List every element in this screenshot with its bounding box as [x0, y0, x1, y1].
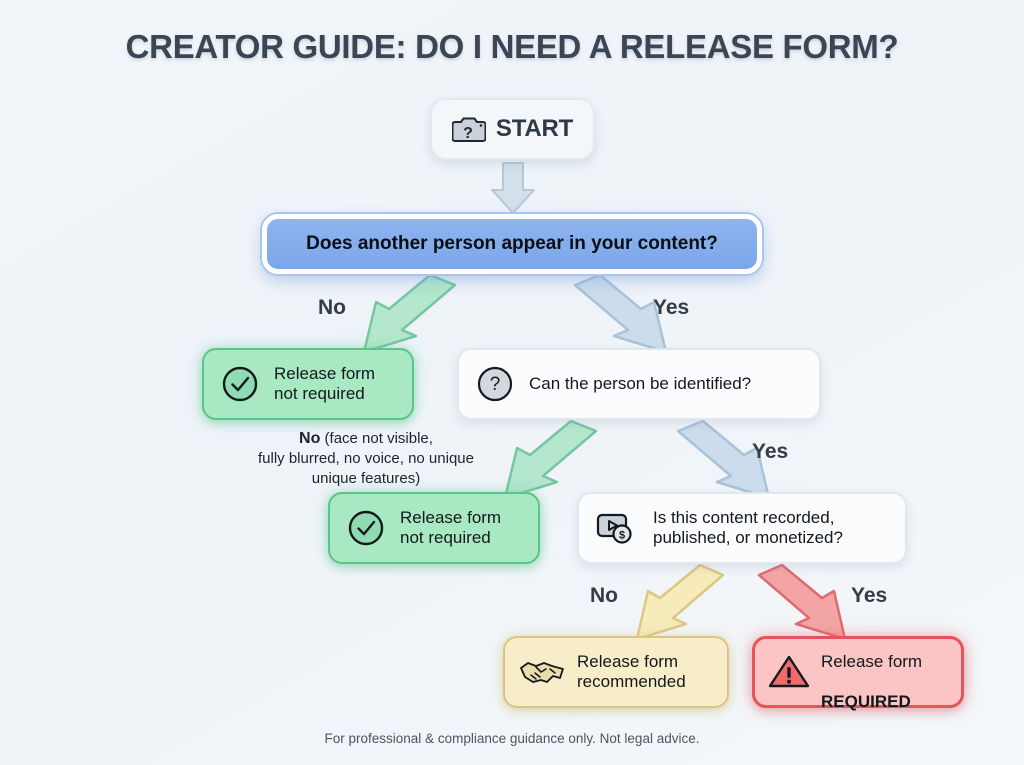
node-outcome-not-required-2[interactable]: Release form not required — [328, 492, 540, 564]
check-circle-icon — [220, 364, 260, 404]
arrow-start-to-q1 — [491, 162, 535, 214]
svg-text:?: ? — [490, 374, 501, 395]
check-circle-icon — [346, 508, 386, 548]
video-money-icon: $ — [595, 508, 639, 548]
node-outcome-recommended[interactable]: Release form recommended — [503, 636, 729, 708]
red-label-bottom: REQUIRED — [821, 692, 911, 712]
q2-label: Can the person be identified? — [529, 373, 752, 393]
green1-label: Release form not required — [274, 363, 376, 403]
red-label: Release form REQUIRED — [821, 632, 922, 712]
node-start[interactable]: ? START — [430, 98, 595, 160]
arrow-q1-to-green1-no — [362, 273, 457, 354]
q3-label: Is this content recorded, published, or … — [653, 507, 843, 547]
annotation-rest: (face not visible, fully blurred, no voi… — [258, 430, 474, 487]
q1-label: Does another person appear in your conte… — [306, 232, 718, 254]
start-label: START — [495, 114, 574, 142]
edge-label-no-1: No — [318, 296, 346, 319]
arrow-q2-to-green2-no — [503, 419, 598, 500]
handshake-icon — [519, 655, 565, 689]
annotation-bold: No — [299, 430, 321, 447]
green2-label: Release form not required — [400, 507, 502, 547]
edge-annotation-no-identified: No (face not visible, fully blurred, no … — [216, 428, 516, 489]
arrow-q3-to-cream-no — [635, 563, 725, 641]
page-title: CREATOR GUIDE: DO I NEED A RELEASE FORM? — [125, 28, 899, 65]
svg-text:?: ? — [463, 125, 473, 142]
camera-question-icon: ? — [451, 114, 486, 144]
svg-text:$: $ — [619, 530, 625, 542]
edge-label-yes-3: Yes — [851, 584, 888, 607]
warning-triangle-icon — [767, 652, 811, 692]
node-question-person-identified[interactable]: ? Can the person be identified? — [457, 348, 821, 420]
edge-label-yes-1: Yes — [653, 296, 690, 319]
node-question-recorded-published-monetized[interactable]: $ Is this content recorded, published, o… — [577, 492, 907, 564]
node-outcome-required[interactable]: Release form REQUIRED — [752, 636, 964, 711]
edge-label-no-3: No — [590, 584, 618, 607]
question-circle-icon: ? — [475, 364, 515, 404]
edge-label-yes-2: Yes — [752, 440, 789, 463]
node-question-person-appears[interactable]: Does another person appear in your conte… — [262, 214, 762, 274]
arrow-q3-to-red-yes — [757, 563, 847, 641]
disclaimer-footer: For professional & compliance guidance o… — [324, 731, 700, 746]
node-outcome-not-required-1[interactable]: Release form not required — [202, 348, 414, 420]
red-label-top: Release form — [821, 651, 923, 671]
cream-label: Release form recommended — [577, 651, 686, 691]
